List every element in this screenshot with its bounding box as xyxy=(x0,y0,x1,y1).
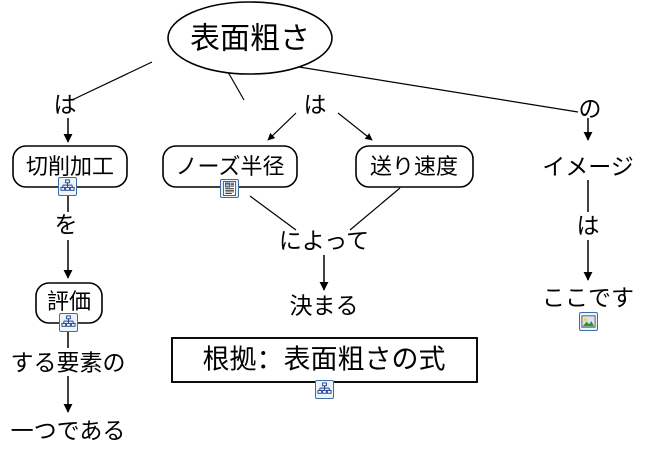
edge-root-to-ha-center xyxy=(227,71,245,101)
edge-label-ha-left: は xyxy=(54,93,77,119)
edge-okuri-to-niyotte xyxy=(349,187,401,231)
node-label-hyoka: 評価 xyxy=(47,290,91,315)
node-label-image: イメージ xyxy=(542,155,634,181)
node-label-koko: ここです xyxy=(542,286,634,312)
node-label-nose: ノーズ半径 xyxy=(176,155,285,180)
edge-nose-to-niyotte xyxy=(249,195,297,231)
hierarchy-icon[interactable] xyxy=(59,313,78,332)
node-shape-root[interactable] xyxy=(167,1,333,75)
hierarchy-icon[interactable] xyxy=(315,380,334,399)
node-shape-okuri[interactable] xyxy=(355,145,474,188)
edge-ha-center-to-nose xyxy=(267,112,297,141)
node-label-kezuri: 切削加工 xyxy=(26,155,114,180)
edge-label-ha-center: は xyxy=(304,93,327,119)
edge-ha-center-to-okuri xyxy=(337,112,373,141)
node-label-suru: する要素の xyxy=(11,351,126,377)
node-shape-konkyo[interactable] xyxy=(171,337,478,383)
node-label-konkyo: 根拠：表面粗さの式 xyxy=(203,345,446,376)
document-icon[interactable] xyxy=(220,179,239,198)
picture-icon[interactable] xyxy=(579,312,598,331)
hierarchy-icon[interactable] xyxy=(58,177,77,196)
edge-root-to-ha-left xyxy=(71,61,153,101)
edge-label-ha-right: は xyxy=(577,214,600,240)
node-label-niyotte: によって xyxy=(279,229,369,255)
node-label-kimaru: 決まる xyxy=(290,294,359,320)
edge-label-no: の xyxy=(579,97,602,123)
edge-root-to-no xyxy=(267,61,579,113)
node-label-root: 表面粗さ xyxy=(190,22,310,57)
node-label-okuri: 送り速度 xyxy=(370,155,458,180)
edge-label-wo: を xyxy=(55,213,78,239)
node-label-hitotsu: 一つである xyxy=(11,419,126,445)
